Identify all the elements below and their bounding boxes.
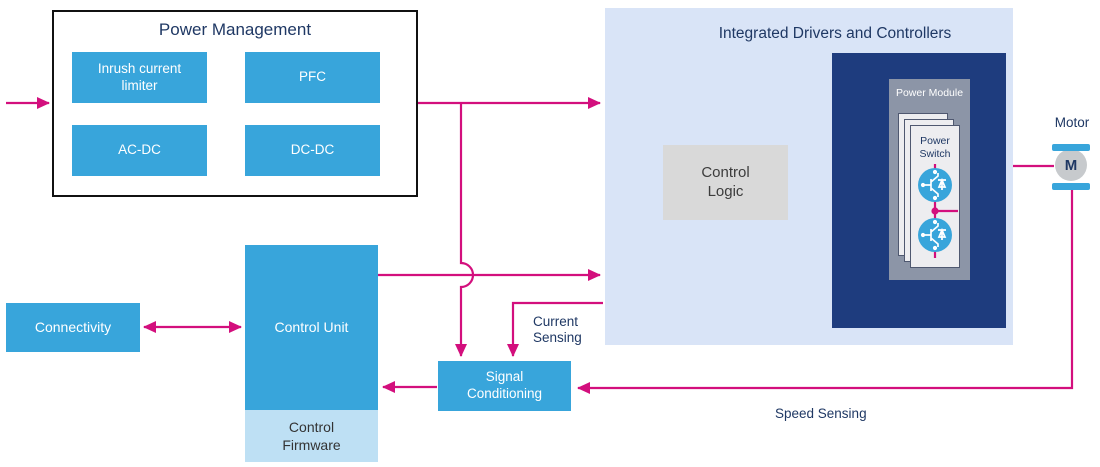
connectivity-label: Connectivity: [34, 318, 112, 335]
block-label: PFC: [299, 69, 326, 85]
control-unit-box: Control Unit: [245, 245, 378, 410]
block-pfc: PFC: [245, 52, 380, 103]
connectivity-box: Connectivity: [6, 303, 140, 352]
block-label: Inrush current limiter: [97, 60, 182, 93]
power-switch-card-front: Power Switch: [910, 125, 960, 268]
signal-conditioning-box: Signal Conditioning: [438, 361, 571, 411]
block-label: AC-DC: [118, 142, 161, 158]
motor-symbol: M: [1064, 156, 1078, 174]
control-logic-box: Control Logic: [663, 145, 788, 220]
motor-cap-bottom-icon: [1052, 183, 1090, 190]
power-management-title: Power Management: [158, 20, 312, 39]
power-switch-label: Power Switch: [919, 135, 951, 161]
control-firmware-box: Control Firmware: [245, 410, 378, 462]
control-firmware-label: Control Firmware: [282, 418, 341, 453]
block-inrush-current-limiter: Inrush current limiter: [72, 52, 207, 103]
signal-conditioning-label: Signal Conditioning: [466, 369, 543, 401]
power-module-label: Power Module: [895, 87, 964, 99]
speed-sensing-label: Speed Sensing: [775, 406, 867, 421]
block-ac-dc: AC-DC: [72, 125, 207, 176]
current-sensing-label: Current Sensing: [533, 314, 582, 346]
block-label: DC-DC: [290, 142, 335, 158]
block-dc-dc: DC-DC: [245, 125, 380, 176]
drivers-controllers-title: Integrated Drivers and Controllers: [718, 25, 952, 42]
motor-label: Motor: [1054, 115, 1090, 130]
control-unit-label: Control Unit: [274, 318, 349, 335]
motor-icon: M: [1055, 149, 1087, 181]
power-branch-to-conditioning-arrow: [455, 103, 475, 357]
control-logic-label: Control Logic: [701, 163, 750, 200]
motor-cap-top-icon: [1052, 144, 1090, 151]
